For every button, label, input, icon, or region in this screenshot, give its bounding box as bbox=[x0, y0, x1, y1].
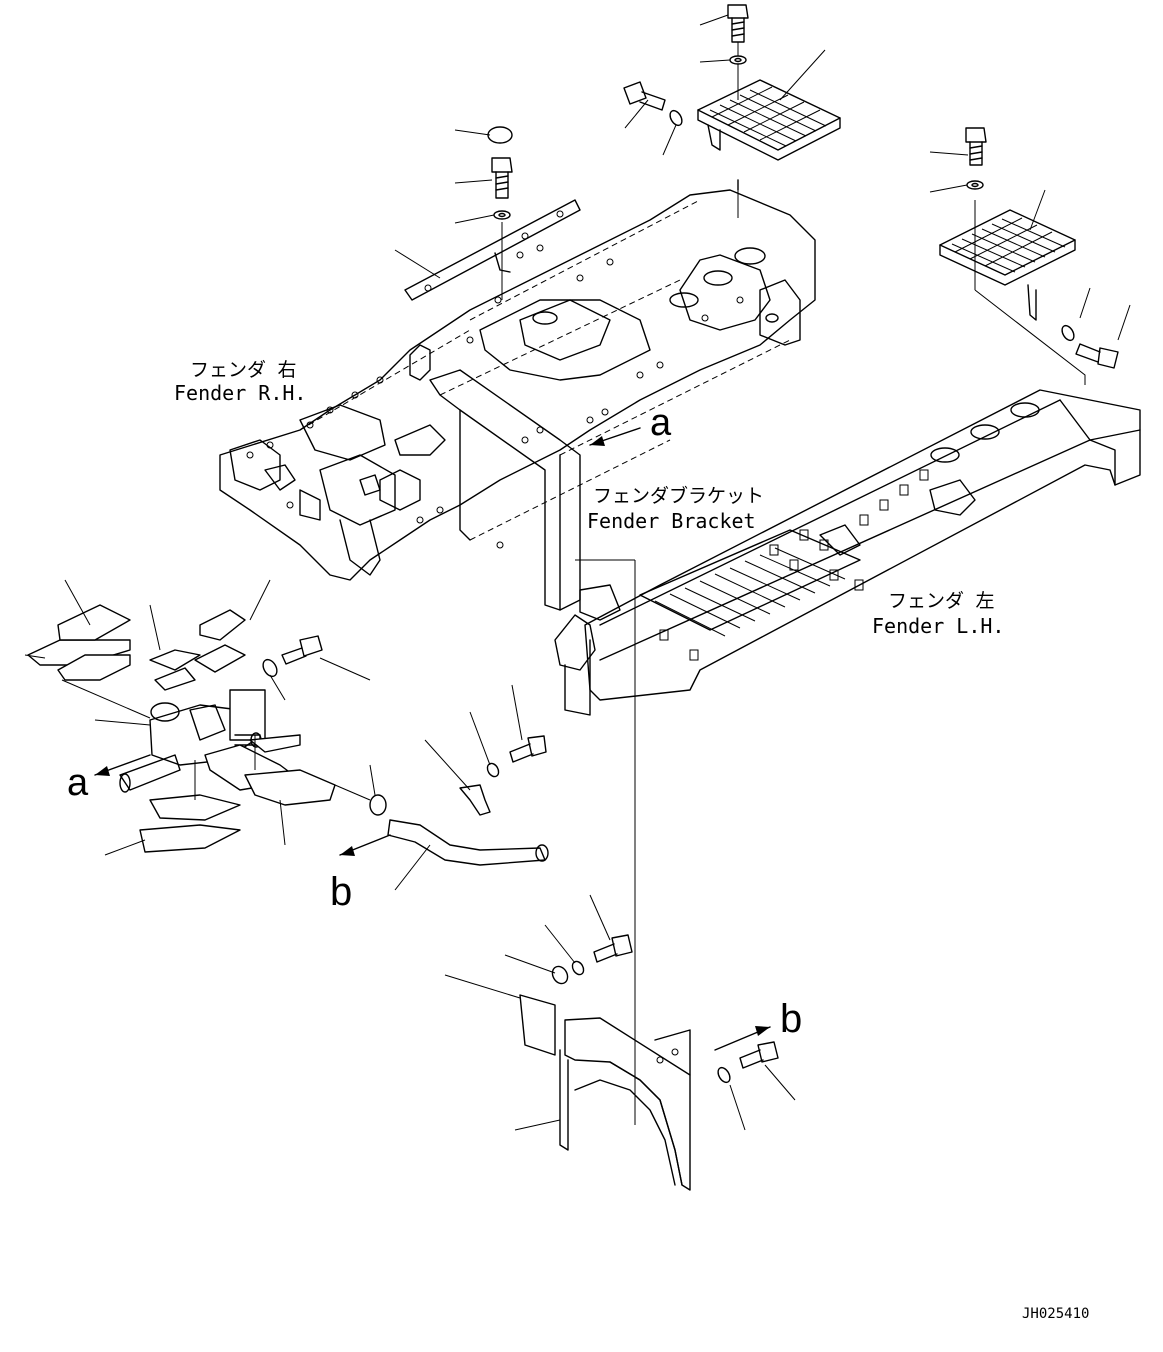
label-fender-bracket-jp: フェンダブラケット bbox=[593, 484, 764, 507]
clip bbox=[369, 794, 387, 816]
view-ref-b-left: b bbox=[330, 870, 352, 914]
plate-f bbox=[194, 644, 246, 673]
main-frame bbox=[219, 189, 816, 716]
plate-i bbox=[249, 734, 301, 753]
plate-b bbox=[57, 654, 131, 681]
view-ref-a-top: a bbox=[650, 402, 672, 444]
cap-plug bbox=[487, 126, 513, 144]
fender-lh-assembly bbox=[584, 389, 1141, 701]
plate-e bbox=[199, 609, 246, 641]
bolt-hose bbox=[509, 735, 547, 763]
drawing-number: JH025410 bbox=[1022, 1306, 1089, 1322]
plate-d bbox=[149, 649, 201, 671]
label-fender-lh-en: Fender L.H. bbox=[872, 614, 1004, 638]
bolt-right-step bbox=[1075, 343, 1119, 369]
label-fender-rh-jp: フェンダ 右 bbox=[190, 359, 296, 381]
step-top-center bbox=[623, 4, 841, 218]
bolt-left-step bbox=[623, 81, 666, 111]
step-top-right bbox=[939, 127, 1119, 385]
hose-bracket bbox=[459, 784, 491, 816]
view-ref-b-right: b bbox=[780, 997, 802, 1041]
plate-l bbox=[139, 824, 241, 853]
plate-k bbox=[149, 794, 241, 821]
washer-top-step bbox=[729, 55, 747, 65]
view-ref-a-left: a bbox=[67, 762, 89, 804]
fender-lh-checker-plate bbox=[639, 529, 861, 637]
bolt-top-right-step bbox=[965, 127, 987, 166]
label-fender-lh-jp: フェンダ 左 bbox=[888, 590, 994, 612]
plate-c bbox=[57, 604, 131, 641]
hose bbox=[387, 735, 549, 866]
bolt-top-step bbox=[727, 4, 749, 43]
washer-left-step bbox=[669, 109, 683, 127]
fender-strip bbox=[404, 126, 581, 301]
bolt-bracket-upper bbox=[593, 934, 633, 963]
label-fender-bracket-en: Fender Bracket bbox=[587, 509, 756, 533]
plate-g bbox=[154, 667, 196, 691]
label-fender-rh-en: Fender R.H. bbox=[174, 381, 306, 405]
fender-bracket bbox=[519, 934, 779, 1191]
plate-j bbox=[244, 769, 336, 806]
fender-rh-subassembly bbox=[27, 604, 387, 853]
bolt-strip bbox=[491, 157, 513, 199]
bolt-bracket-right bbox=[739, 1041, 779, 1069]
view-arrows bbox=[94, 427, 771, 1051]
leader-lines bbox=[24, 14, 1131, 1131]
bolt-rh-subassembly bbox=[281, 635, 323, 665]
